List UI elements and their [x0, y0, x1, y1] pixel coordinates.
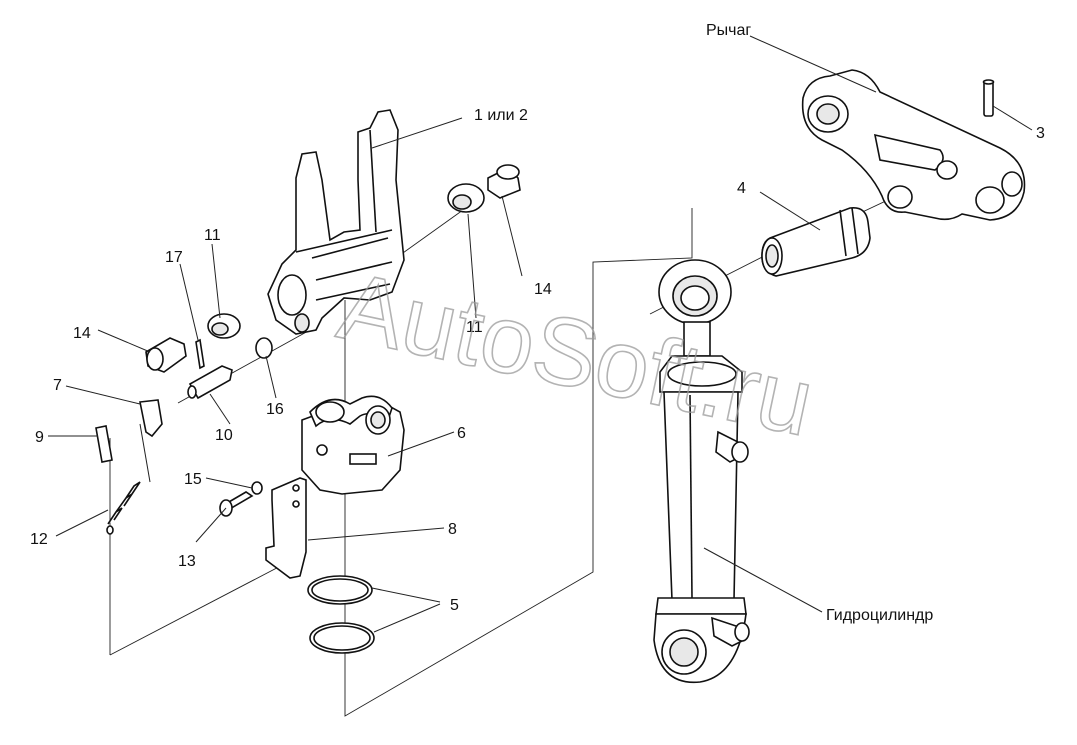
label-part-9: 9: [35, 429, 44, 446]
label-part-12: 12: [30, 531, 48, 548]
bracket-part-7: [139, 399, 163, 438]
label-lever: Рычаг: [706, 22, 751, 39]
plate-part-8: [265, 477, 307, 579]
washer-part-15: [251, 481, 263, 495]
bushing-part-11-right: [447, 183, 485, 213]
pin-part-3: [982, 79, 995, 117]
bolt-part-14-left: [145, 337, 187, 373]
label-part-14-right: 14: [534, 281, 552, 298]
label-part-10: 10: [215, 427, 233, 444]
label-part-16: 16: [266, 401, 284, 418]
pin-part-9: [95, 425, 113, 463]
cotter-pin-part-17: [195, 338, 205, 370]
label-part-11-left: 11: [204, 227, 221, 244]
label-part-7: 7: [53, 377, 62, 394]
label-part-14-left: 14: [73, 325, 91, 342]
screw-part-13: [219, 491, 254, 517]
label-part-3: 3: [1036, 125, 1045, 142]
block-part-6: [301, 395, 405, 495]
label-part-4: 4: [737, 180, 746, 197]
part-labels: Рычаг 3 4 1 или 2 14 11 11 17 14 7 9 10 …: [30, 22, 1045, 624]
label-part-1-or-2: 1 или 2: [474, 107, 528, 124]
bushing-part-11-left: [207, 313, 241, 339]
bracket-part-1-or-2: [267, 109, 405, 335]
label-part-6: 6: [457, 425, 466, 442]
label-part-8: 8: [448, 521, 457, 538]
lever-part: [801, 69, 1026, 221]
ring-part-16: [255, 337, 273, 359]
hydraulic-cylinder: [653, 259, 750, 684]
label-part-11-right: 11: [466, 319, 483, 336]
bolt-part-14-right: [487, 164, 521, 199]
rings-part-5: [307, 575, 375, 654]
label-part-15: 15: [184, 471, 202, 488]
spring-part-12: [106, 481, 141, 535]
leader-lines: [48, 35, 1033, 633]
label-part-17: 17: [165, 249, 183, 266]
label-part-5: 5: [450, 597, 459, 614]
label-hydraulic-cylinder: Гидроцилиндр: [826, 607, 933, 624]
pin-part-10: [187, 365, 233, 400]
axle-part-4: [761, 206, 871, 277]
label-part-13: 13: [178, 553, 196, 570]
